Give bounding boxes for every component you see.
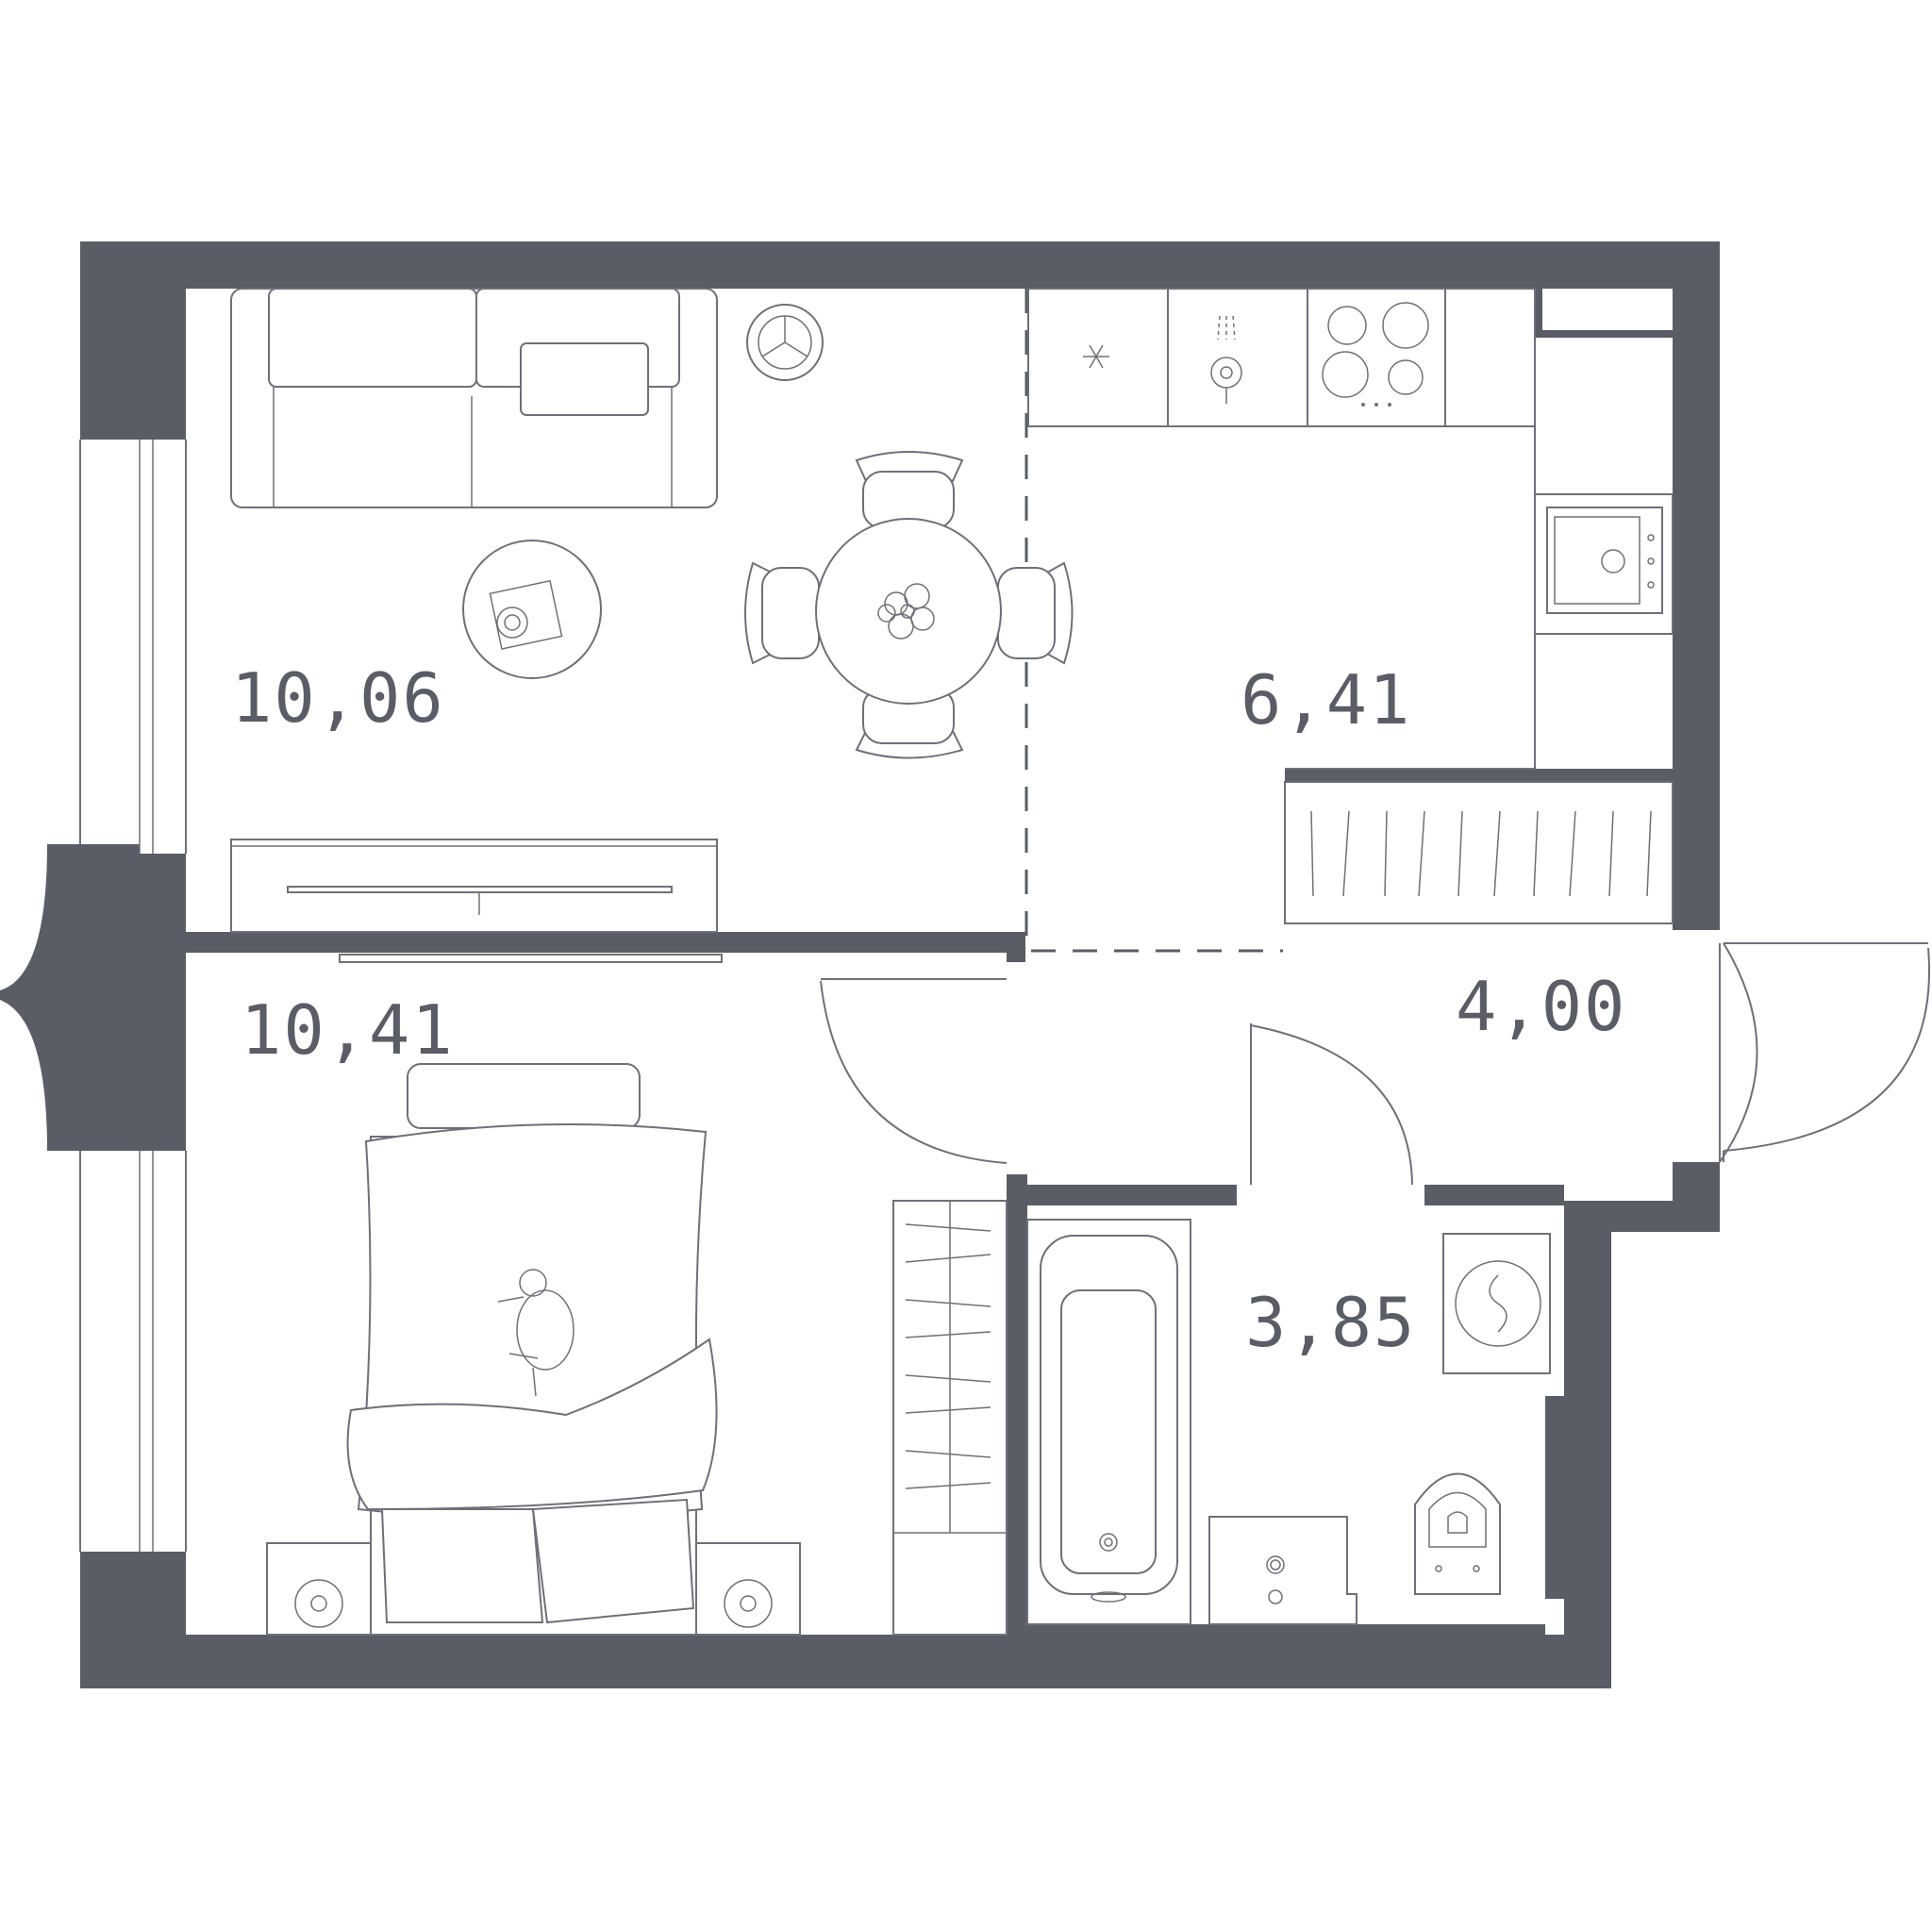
bedside-lamp-icon [294,1579,343,1628]
stove-icon [1307,288,1446,427]
nightstand-left [266,1542,372,1636]
bathroom-door[interactable] [1250,1023,1413,1186]
living-room-area: 10,06 [231,658,445,738]
bedroom-door[interactable] [820,978,1008,1164]
entrance-door[interactable] [1719,942,1930,1163]
tv-icon [339,954,723,963]
window-left-bottom [79,1151,187,1552]
coffee-table-icon [462,540,602,679]
bathroom-area: 3,85 [1245,1283,1416,1362]
tv-stand-icon [230,839,718,933]
kitchen-area: 6,41 [1241,660,1411,740]
sofa-icon [230,288,718,508]
headboard [407,1063,641,1129]
window-left-top [79,440,187,854]
floor-lamp-icon [746,304,824,381]
oven-icon [1546,507,1663,614]
washing-machine-icon [1442,1233,1551,1374]
cat-icon [497,1269,575,1397]
washbasin-icon [1208,1516,1357,1625]
toilet-icon [1414,1472,1501,1595]
snowflake-icon [1027,288,1169,427]
bedside-lamp-icon [724,1579,773,1628]
nightstand-right [695,1542,801,1636]
bathtub-icon [1026,1219,1191,1625]
bedroom-area: 10,41 [241,990,455,1070]
bedroom-wardrobe-icon [892,1200,1008,1636]
hallway-area: 4,00 [1456,967,1626,1046]
sink-icon [1167,288,1308,427]
wardrobe-icon [1284,781,1674,924]
plant-icon [877,583,935,640]
walls [0,241,1720,1688]
dining-table-icon [744,451,1074,759]
bed-icon [346,1123,718,1636]
